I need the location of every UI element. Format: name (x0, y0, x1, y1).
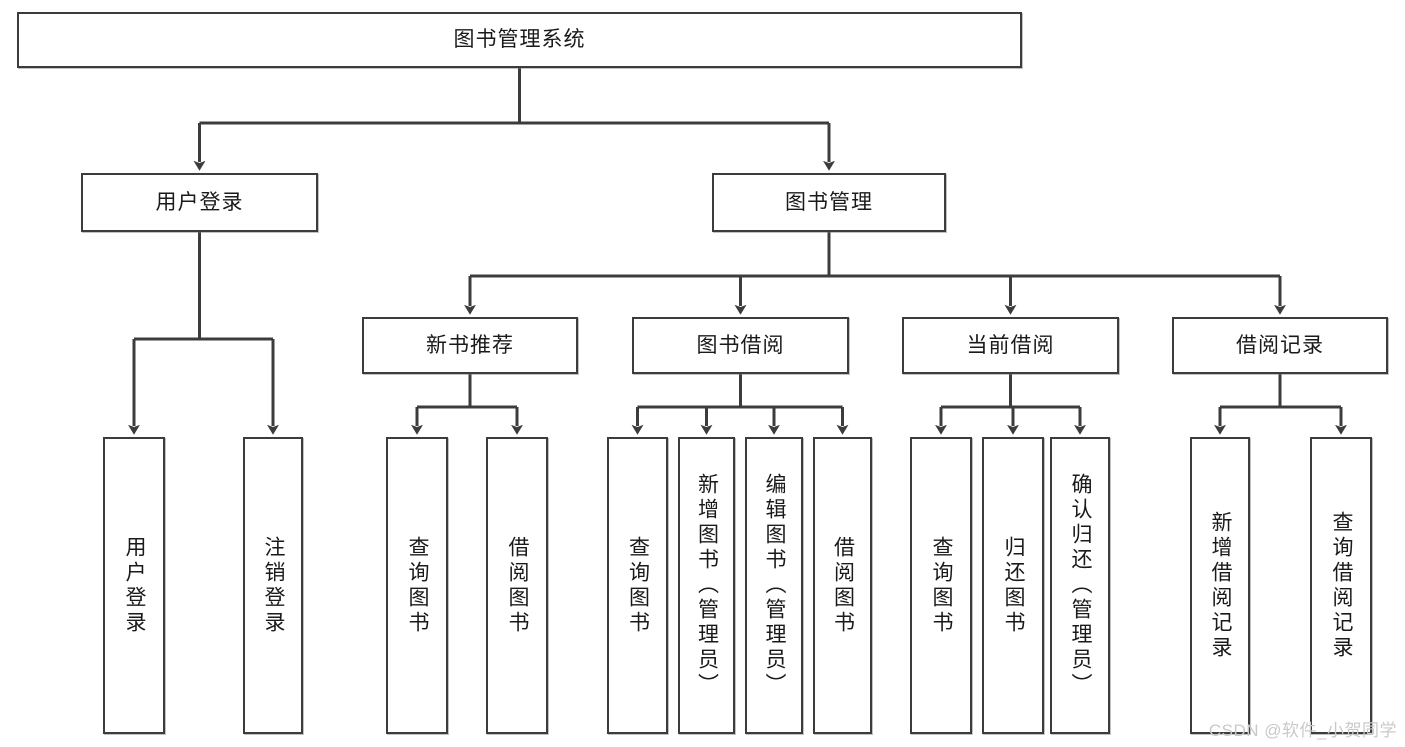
node-label: 用户登录 (123, 535, 146, 636)
node-leaf-rec-query[interactable]: 查询借阅记录 (1310, 437, 1372, 734)
node-label: 借阅图书 (831, 535, 855, 636)
node-label: 编辑图书（管理员） (763, 473, 786, 698)
node-records[interactable]: 借阅记录 (1172, 317, 1388, 374)
node-label: 查询图书 (930, 535, 953, 636)
watermark: CSDN @软件_小贺同学 (1208, 721, 1397, 740)
node-leaf-cur-confirm[interactable]: 确认归还（管理员） (1050, 437, 1110, 734)
node-label: 当前借阅 (966, 333, 1055, 357)
node-label: 图书管理系统 (453, 28, 586, 51)
node-leaf-user-logout[interactable]: 注销登录 (243, 437, 303, 734)
node-leaf-new-borrow[interactable]: 借阅图书 (486, 437, 548, 734)
node-label: 查询图书 (626, 535, 650, 636)
node-leaf-new-query[interactable]: 查询图书 (386, 437, 448, 734)
node-label: 确认归还（管理员） (1069, 473, 1092, 698)
node-leaf-borrow-lend[interactable]: 借阅图书 (813, 437, 872, 734)
node-label: 图书借阅 (696, 333, 785, 357)
node-label: 新增图书（管理员） (695, 473, 719, 698)
node-label: 查询借阅记录 (1330, 510, 1353, 661)
node-leaf-cur-return[interactable]: 归还图书 (982, 437, 1044, 734)
node-current[interactable]: 当前借阅 (902, 317, 1119, 374)
node-label: 归还图书 (1002, 535, 1025, 636)
node-bookmgmt[interactable]: 图书管理 (712, 173, 946, 232)
node-label: 查询图书 (406, 535, 429, 636)
node-leaf-rec-add[interactable]: 新增借阅记录 (1190, 437, 1250, 734)
node-leaf-user-login[interactable]: 用户登录 (103, 437, 165, 734)
node-label: 图书管理 (785, 190, 873, 214)
node-leaf-borrow-add[interactable]: 新增图书（管理员） (678, 437, 735, 734)
node-root[interactable]: 图书管理系统 (17, 12, 1022, 68)
node-leaf-borrow-query[interactable]: 查询图书 (607, 437, 668, 734)
node-label: 注销登录 (262, 535, 285, 636)
node-login[interactable]: 用户登录 (81, 173, 318, 232)
node-leaf-cur-query[interactable]: 查询图书 (910, 437, 972, 734)
node-label: 借阅记录 (1236, 333, 1324, 357)
node-newbook[interactable]: 新书推荐 (362, 317, 578, 374)
node-borrow[interactable]: 图书借阅 (632, 317, 849, 374)
node-label: 用户登录 (155, 190, 244, 214)
node-label: 新书推荐 (426, 333, 514, 357)
node-leaf-borrow-edit[interactable]: 编辑图书（管理员） (745, 437, 803, 734)
node-label: 新增借阅记录 (1209, 510, 1232, 661)
node-label: 借阅图书 (506, 535, 529, 636)
